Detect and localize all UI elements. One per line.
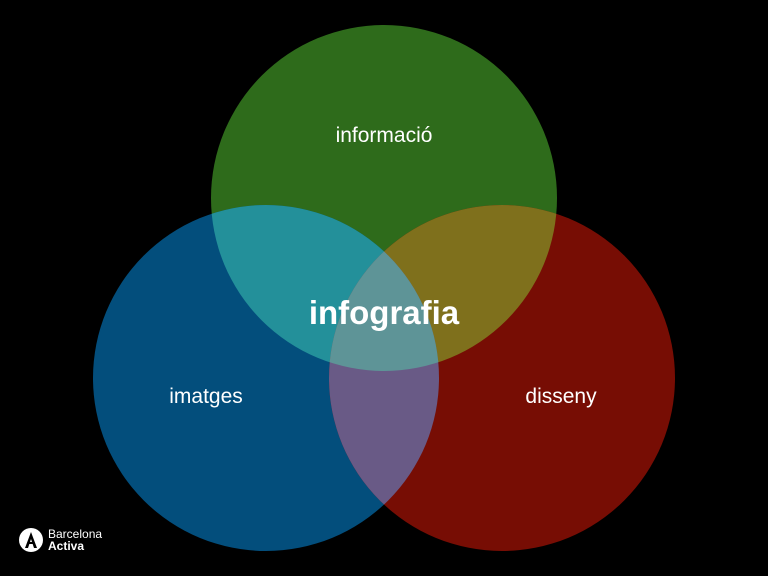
logo-line2: Activa: [48, 539, 85, 553]
label-disseny: disseny: [525, 385, 597, 408]
logo-line1: Barcelona: [48, 527, 103, 541]
label-infografia: infografia: [308, 294, 460, 331]
barcelona-activa-logo: Barcelona Activa: [18, 527, 102, 553]
label-informacio: informació: [335, 124, 433, 147]
label-imatges: imatges: [169, 385, 243, 408]
overlap-all: [329, 205, 439, 371]
logo-a-icon: [19, 528, 43, 552]
